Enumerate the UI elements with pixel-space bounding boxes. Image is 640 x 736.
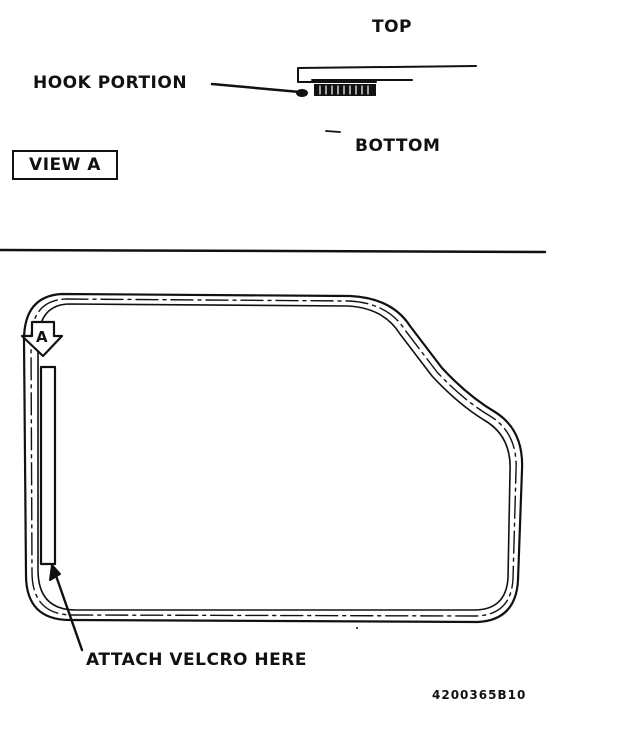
hook-leader-dot bbox=[296, 89, 308, 97]
velcro-leader-line bbox=[52, 568, 84, 652]
flange-profile bbox=[297, 65, 477, 83]
separator-line bbox=[0, 248, 547, 254]
top-label: TOP bbox=[372, 17, 413, 37]
view-a-arrow bbox=[20, 320, 64, 358]
window-outer-edge bbox=[22, 292, 524, 624]
window-centerline bbox=[30, 298, 517, 617]
window-inner-edge bbox=[37, 303, 511, 611]
hook-fastener-strip bbox=[314, 84, 376, 96]
bottom-label: BOTTOM bbox=[355, 136, 441, 156]
velcro-leader-arrowhead bbox=[49, 564, 61, 581]
velcro-strip bbox=[39, 365, 57, 566]
view-a-arrow-letter: A bbox=[35, 328, 49, 346]
drawing-code: 4200365B10 bbox=[432, 688, 527, 702]
attach-velcro-label: ATTACH VELCRO HERE bbox=[86, 650, 307, 670]
hook-leader-line bbox=[210, 82, 302, 94]
hook-portion-label: HOOK PORTION bbox=[33, 73, 188, 93]
bottom-tick bbox=[325, 130, 341, 133]
speck bbox=[356, 627, 358, 629]
view-a-label: VIEW A bbox=[12, 150, 118, 180]
